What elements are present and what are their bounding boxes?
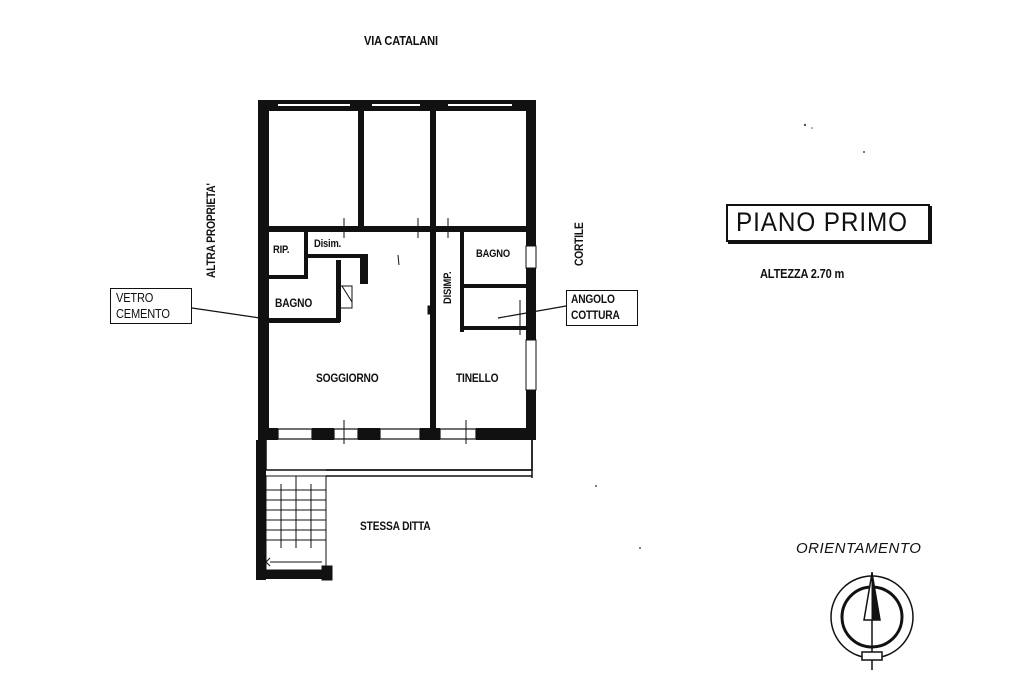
room-bagno-left: BAGNO — [275, 296, 313, 310]
room-soggiorno: SOGGIORNO — [316, 371, 379, 385]
interior-walls — [268, 110, 526, 430]
callout-vetro-cemento — [110, 288, 192, 324]
bottom-side-label: STESSA DITTA — [360, 519, 431, 533]
courtyard-label: CORTILE — [572, 222, 586, 266]
callout-leaders — [191, 305, 567, 319]
floor-title-box — [726, 204, 930, 242]
room-disimpegno-top: Disim. — [314, 238, 342, 250]
scan-specks — [595, 123, 865, 549]
right-window — [525, 245, 537, 391]
height-label: ALTEZZA 2.70 m — [760, 266, 845, 281]
room-rip: RIP. — [273, 244, 290, 256]
callout-vetro-line1: VETRO — [116, 290, 154, 305]
compass-icon — [830, 572, 914, 670]
staircase — [265, 475, 333, 581]
room-disimpegno-right: DISIMP. — [442, 271, 454, 304]
floor-title: PIANO PRIMO — [736, 207, 908, 237]
callout-vetro-line2: CEMENTO — [116, 306, 170, 321]
orientation-label: ORIENTAMENTO — [796, 540, 922, 557]
balcony — [265, 440, 533, 478]
callout-angolo-line2: COTTURA — [571, 308, 620, 322]
bottom-windows — [277, 428, 477, 440]
left-neighbor-label: ALTRA PROPRIETA' — [204, 183, 218, 278]
street-label: VIA CATALANI — [364, 33, 438, 48]
room-tinello: TINELLO — [456, 371, 499, 385]
room-bagno-right: BAGNO — [476, 248, 510, 260]
callout-angolo-cottura — [566, 290, 638, 326]
callout-angolo-line1: ANGOLO — [571, 292, 615, 306]
outer-walls — [256, 100, 536, 580]
door-marks — [339, 218, 521, 444]
